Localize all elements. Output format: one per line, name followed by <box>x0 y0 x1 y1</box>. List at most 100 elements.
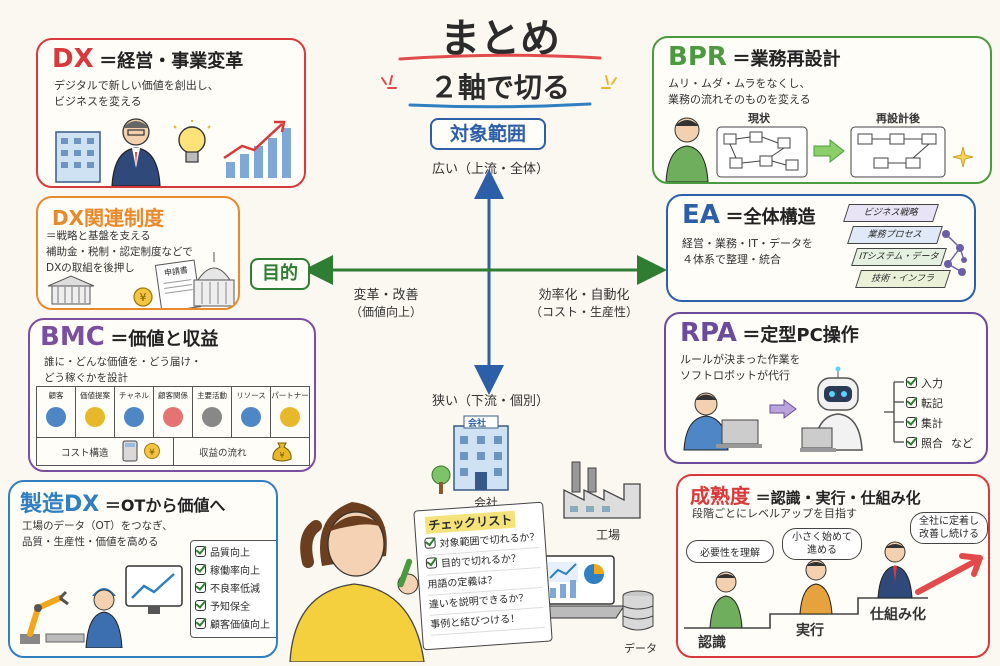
network-icon <box>942 230 967 276</box>
mfg-check-item: 予知保全 <box>195 598 276 616</box>
rpa-definition: ＝定型PC操作 <box>742 325 859 346</box>
maturity-description: 段階ごとにレベルアップを目指す <box>692 507 857 520</box>
growth-chart-icon <box>223 120 291 178</box>
bmc-column-label: 顧客関係 <box>158 391 188 400</box>
maturity-card: 成熟度 ＝認識・実行・仕組み化 段階ごとにレベルアップを目指す 必要性を理解 小… <box>676 474 990 658</box>
thinking-person-icon <box>665 117 709 182</box>
ea-layer: 業務プロセス <box>847 226 943 244</box>
person-execute-icon <box>799 559 833 614</box>
mfg-check-label: 品質向上 <box>210 548 250 559</box>
checkbox-checked-icon <box>906 437 917 448</box>
building-icon <box>55 131 101 183</box>
mfg-check-label: 顧客価値向上 <box>210 620 270 631</box>
process-before-diagram <box>716 126 808 178</box>
businessman-icon <box>111 118 161 186</box>
bmc-card: BMC ＝価値と収益 誰に・どんな価値を・どう届け・ どう稼ぐかを設計 顧客価値… <box>28 318 316 472</box>
bmc-description: 誰に・どんな価値を・どう届け・ どう稼ぐかを設計 <box>44 356 202 384</box>
checkbox-checked-icon <box>195 546 206 557</box>
dx-system-card: DX関連制度 ＝戦略と基盤を支える 補助金・税制・認定制度などで DXの取組を後… <box>36 196 240 310</box>
bpr-card: BPR ＝業務再設計 ムリ・ムダ・ムラをなくし、 業務の流れそのものを変える 現… <box>652 36 992 184</box>
dome-building-icon <box>193 252 235 307</box>
rpa-task-item: 転記 <box>906 394 986 414</box>
maturity-step-systemize: 仕組み化 <box>870 607 926 623</box>
svg-text:¥: ¥ <box>279 451 284 460</box>
ea-layer: ITシステム・データ <box>851 248 947 266</box>
bmc-canvas: 顧客価値提案チャネル顧客関係主要活動リソースパートナー コスト構造 収益の流れ … <box>36 386 310 466</box>
bmc-column-label: 顧客 <box>48 391 64 400</box>
ea-description: 経営・業務・IT・データを ４体系で整理・統合 <box>682 237 813 266</box>
checklist-item-label: 用語の定義は？ <box>427 575 498 591</box>
people-icon <box>46 407 66 427</box>
mfg-check-item: 不良率低減 <box>195 580 276 598</box>
government-building-icon <box>47 275 95 305</box>
checkbox-checked-icon <box>195 600 206 611</box>
rpa-task-label: 転記 <box>921 397 943 410</box>
company-sign: 会社 <box>468 419 487 429</box>
dx-system-description: ＝戦略と基盤を支える 補助金・税制・認定制度などで DXの取組を後押し <box>46 230 193 274</box>
maturity-step-recognize: 認識 <box>698 635 726 651</box>
checkbox-checked-icon <box>424 537 436 549</box>
rpa-task-item: 入力 <box>906 374 986 394</box>
bmc-name: BMC <box>40 322 105 352</box>
bmc-yen-coin-icon: ¥ <box>144 443 160 459</box>
lightbulb-icon <box>173 120 211 163</box>
person-recognize-icon <box>709 571 743 628</box>
bpr-name: BPR <box>668 42 727 72</box>
rpa-name: RPA <box>680 318 737 348</box>
page-subtitle: ２軸で切る <box>429 71 570 104</box>
checkbox-checked-icon <box>906 377 917 388</box>
office-worker-icon <box>683 392 762 451</box>
mfg-check-item: 顧客価値向上 <box>195 616 276 634</box>
svg-text:¥: ¥ <box>140 291 147 304</box>
maturity-definition: ＝認識・実行・仕組み化 <box>755 489 921 507</box>
checklist-notebook: チェックリスト 対象範囲で切れるか？目的で切れるか？用語の定義は？違いを説明でき… <box>413 501 553 651</box>
bmc-column: リソース <box>232 387 271 437</box>
bmc-cost-label: コスト構造 <box>61 448 109 459</box>
factory-label: 工場 <box>596 528 621 542</box>
sparkle-right-icon <box>601 75 617 89</box>
tree-icon <box>431 465 451 494</box>
mfg-check-label: 予知保全 <box>210 602 250 613</box>
mfg-checklist: 品質向上稼働率向上不良率低減予知保全顧客価値向上 <box>190 540 276 638</box>
checklist-item-label: 目的で切れるか？ <box>440 553 522 570</box>
maturity-bubble-1: 必要性を理解 <box>686 540 774 563</box>
checkbox-checked-icon <box>195 564 206 575</box>
mfg-check-label: 不良率低減 <box>210 584 260 595</box>
mfg-check-item: 品質向上 <box>195 544 276 562</box>
dx-definition: ＝経営・事業変革 <box>99 51 244 72</box>
bmc-column: 顧客関係 <box>154 387 193 437</box>
scope-axis-title: 対象範囲 <box>430 118 546 150</box>
ea-layer: ビジネス戦略 <box>843 204 939 222</box>
task-branch-lines <box>884 381 904 443</box>
maturity-bubble-2: 小さく始めて 進める <box>782 528 862 560</box>
purpose-axis-title: 目的 <box>250 258 310 290</box>
bmc-column-label: チャネル <box>119 391 149 400</box>
laptop-chart-icon <box>531 555 625 619</box>
checklist-item-label: 事例と結びつける！ <box>429 613 521 631</box>
monitor-chart-icon <box>125 565 183 614</box>
bmc-revenue-label: 収益の流れ <box>199 448 247 459</box>
bmc-column: 主要活動 <box>193 387 232 437</box>
money-bag-icon: ¥ <box>272 442 292 462</box>
efficiency-sub-label: （コスト・生産性） <box>529 305 638 319</box>
mfg-dx-description: 工場のデータ（OT）をつなぎ、 品質・生産性・価値を高める <box>22 520 173 548</box>
title-underline <box>398 53 602 61</box>
svg-text:¥: ¥ <box>149 448 155 458</box>
rpa-task-label: 照合 <box>921 437 943 450</box>
rpa-card: RPA ＝定型PC操作 ルールが決まった作業を ソフトロボットが代行 入力転記集… <box>664 312 988 464</box>
gift-icon <box>85 407 105 427</box>
mfg-dx-definition: ＝OTから価値へ <box>104 496 226 515</box>
rpa-task-label: 集計 <box>921 417 943 430</box>
bmc-column: パートナー <box>271 387 309 437</box>
process-arrow-icon <box>769 399 797 419</box>
transform-label: 変革・改善 <box>353 288 419 303</box>
checklist-item-label: 対象範囲で切れるか？ <box>439 531 540 550</box>
bpr-definition: ＝業務再設計 <box>732 49 841 70</box>
ea-card: EA ＝全体構造 経営・業務・IT・データを ４体系で整理・統合 ビジネス戦略業… <box>666 194 976 302</box>
bmc-column: 顧客 <box>37 387 76 437</box>
bpr-description: ムリ・ムダ・ムラをなくし、 業務の流れそのものを変える <box>668 77 811 106</box>
bpr-before-label: 現状 <box>748 112 770 125</box>
rpa-task-item: 照合など <box>906 434 986 454</box>
sparkle-icon <box>952 146 974 168</box>
